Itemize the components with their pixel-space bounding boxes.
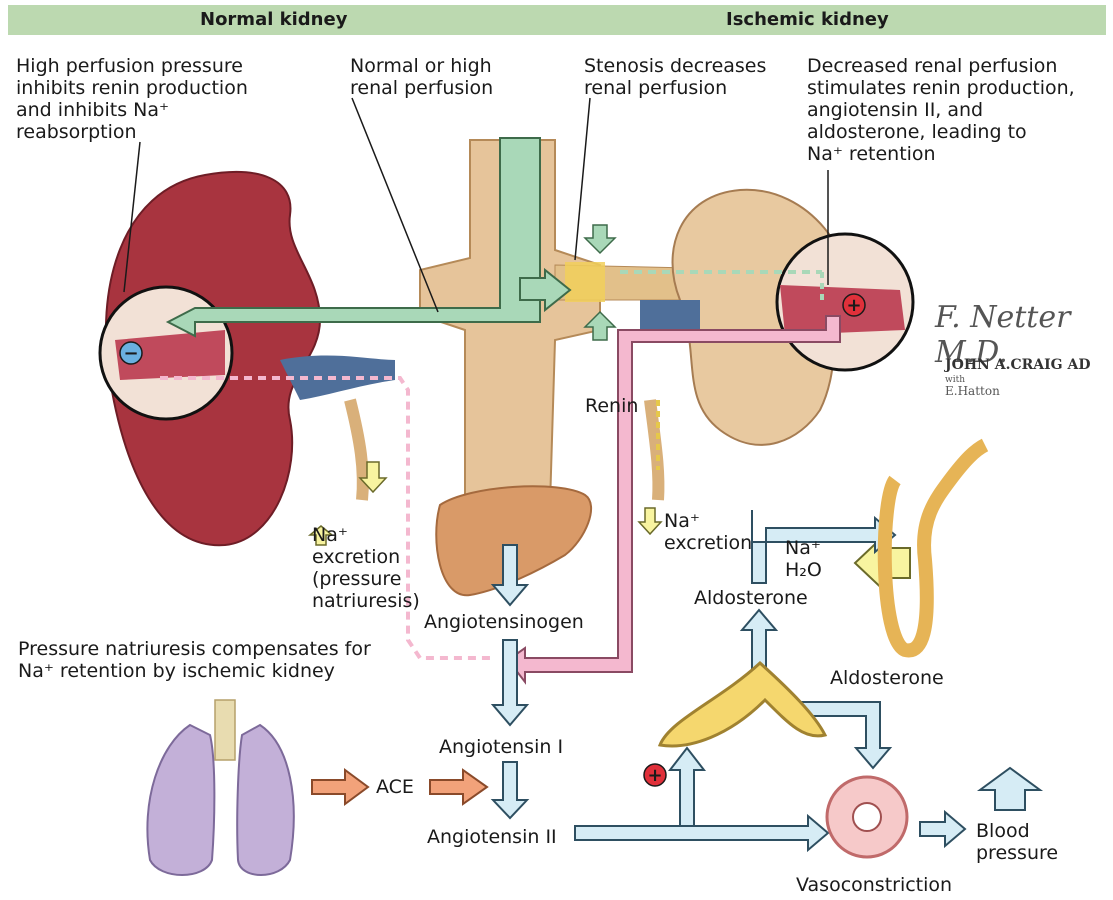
stenosis-label: Stenosis decreases renal perfusion: [584, 55, 766, 99]
high-perfusion-label: High perfusion pressure inhibits renin p…: [16, 55, 248, 143]
trachea: [215, 700, 235, 760]
vasoconstriction-label: Vasoconstriction: [796, 874, 952, 896]
angiotensin-i-label: Angiotensin I: [439, 736, 563, 758]
angiotensin-ii-label: Angiotensin II: [427, 826, 557, 848]
blue-arrow-vasoconstriction: [575, 816, 828, 850]
ischemic-afferent-arteriole: [780, 285, 905, 335]
craig-signature: JOHN A.CRAIG AD: [945, 357, 1090, 373]
leader-stenosis: [575, 98, 590, 260]
blood-pressure-label: Blood pressure: [976, 820, 1058, 864]
leader-normal-or-high: [352, 98, 438, 312]
blue-arrow-up-adrenal: [670, 748, 704, 826]
stenosis-plaque: [565, 262, 605, 302]
vessel-lumen: [853, 803, 881, 831]
decreased-perfusion-label: Decreased renal perfusion stimulates ren…: [807, 55, 1075, 165]
adrenal-gland: [660, 663, 825, 746]
minus-sign: −: [123, 343, 138, 364]
left-lung: [147, 725, 214, 875]
angiotensinogen-label: Angiotensinogen: [424, 611, 584, 633]
blue-arrow-blood-pressure-up: [980, 768, 1040, 810]
na-excretion-left-label: Na⁺ excretion (pressure natriuresis): [312, 524, 420, 612]
na-h2o-label: Na⁺ H₂O: [785, 537, 822, 581]
aldosterone-upper-label: Aldosterone: [694, 587, 808, 609]
ace-label: ACE: [376, 776, 414, 798]
orange-arrow-lung-ace: [312, 770, 368, 804]
normal-ureter: [350, 400, 363, 500]
orange-arrow-ace-angiotensin: [430, 770, 487, 804]
normal-or-high-label: Normal or high renal perfusion: [350, 55, 493, 99]
yellow-down-arrow-right: [639, 508, 661, 534]
right-lung: [237, 725, 294, 875]
hatton-signature: E.Hatton: [945, 384, 1000, 398]
blue-arrow-blood-pressure-small: [920, 812, 965, 846]
blue-arrow-aldosterone-up: [742, 610, 776, 670]
pressure-natriuresis-label: Pressure natriuresis compensates for Na⁺…: [18, 638, 371, 682]
plus-sign-kidney: +: [846, 295, 861, 316]
blue-arrow-angiotensin-ii: [493, 762, 527, 818]
green-down-arrow: [585, 225, 615, 253]
na-excretion-right-label: Na⁺ excretion: [664, 510, 752, 554]
plus-sign-adrenal: +: [647, 765, 662, 786]
renin-label: Renin: [585, 395, 638, 417]
aldosterone-right-label: Aldosterone: [830, 667, 944, 689]
